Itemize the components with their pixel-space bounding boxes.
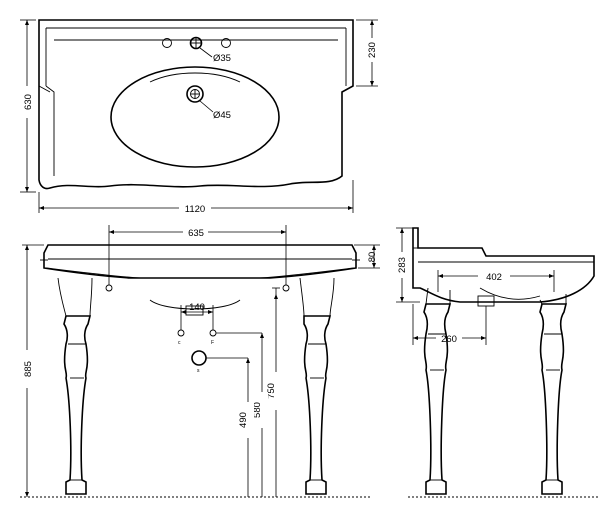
top-view: Ø35 Ø45 1120 630 230 bbox=[20, 19, 378, 215]
waste-point-label: s bbox=[197, 368, 200, 374]
pipe-right-label: F bbox=[211, 340, 214, 346]
side-waste bbox=[477, 295, 495, 307]
waste-outer bbox=[186, 85, 204, 103]
depth-dim: 630 bbox=[23, 94, 34, 110]
pipe-left-label: c bbox=[178, 340, 181, 346]
splash-dim: 230 bbox=[367, 42, 378, 58]
pipe-left bbox=[177, 329, 185, 337]
dim-750: 750 bbox=[266, 383, 277, 399]
front-leg-right bbox=[303, 315, 332, 495]
height-dim: 885 bbox=[23, 361, 34, 377]
bowl-rim-line bbox=[149, 72, 241, 83]
dim-580: 580 bbox=[252, 402, 263, 418]
side-leg-left bbox=[423, 303, 452, 495]
rim-dim: 80 bbox=[367, 252, 378, 263]
waste-dim: Ø45 bbox=[213, 110, 231, 121]
basin-bowl bbox=[110, 66, 280, 168]
front-tap-right bbox=[282, 284, 290, 292]
backsplash-inner bbox=[38, 27, 354, 176]
side-leg-right bbox=[539, 303, 568, 495]
tap-hole-left bbox=[162, 38, 172, 48]
waste-inner bbox=[190, 89, 200, 99]
waste-spacing-dim: 140 bbox=[189, 302, 205, 313]
front-leg-left bbox=[63, 315, 92, 495]
side-offset-dim: 260 bbox=[441, 334, 457, 345]
side-height-dim: 283 bbox=[397, 257, 408, 273]
pipe-right bbox=[209, 329, 217, 337]
tap-span-dim: 635 bbox=[188, 228, 204, 239]
front-slab bbox=[43, 244, 357, 279]
side-span-dim: 402 bbox=[486, 272, 502, 283]
front-view: 635 80 140 c F s 750 580 bbox=[20, 225, 380, 498]
side-view: 283 402 260 bbox=[396, 227, 600, 498]
width-dim: 1120 bbox=[185, 204, 205, 215]
leader-tap bbox=[199, 47, 213, 58]
basin-top-outline bbox=[38, 19, 354, 190]
tap-hole-right bbox=[221, 38, 231, 48]
front-bowl bbox=[149, 299, 241, 310]
front-tap-left bbox=[105, 284, 113, 292]
leader-waste bbox=[199, 100, 214, 113]
waste-point bbox=[191, 350, 207, 366]
dim-490: 490 bbox=[238, 412, 249, 428]
side-slab bbox=[412, 227, 595, 303]
tap-hole-dim: Ø35 bbox=[213, 53, 231, 64]
